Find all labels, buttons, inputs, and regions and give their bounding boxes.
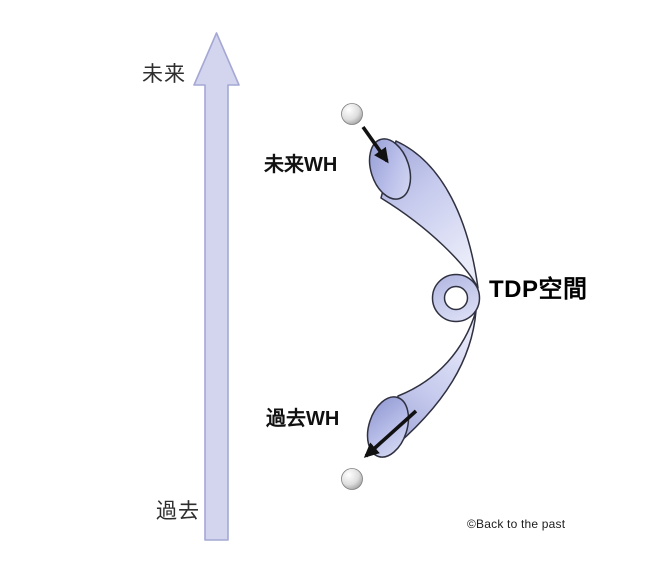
future-sphere	[341, 103, 363, 125]
copyright-text: ©Back to the past	[467, 517, 566, 531]
past-axis-label: 過去	[156, 500, 200, 523]
past-sphere	[341, 468, 363, 490]
past-wormhole-label: 過去WH	[266, 408, 340, 430]
tdp-space-label: TDP空間	[489, 276, 588, 303]
entry-arrow-icon	[361, 125, 389, 164]
future-axis-label: 未来	[142, 63, 186, 86]
tdp-ring-hole	[443, 285, 469, 311]
timeline-arrow-icon	[193, 32, 240, 541]
future-wormhole-label: 未来WH	[264, 154, 338, 176]
exit-arrow-icon	[363, 409, 418, 458]
